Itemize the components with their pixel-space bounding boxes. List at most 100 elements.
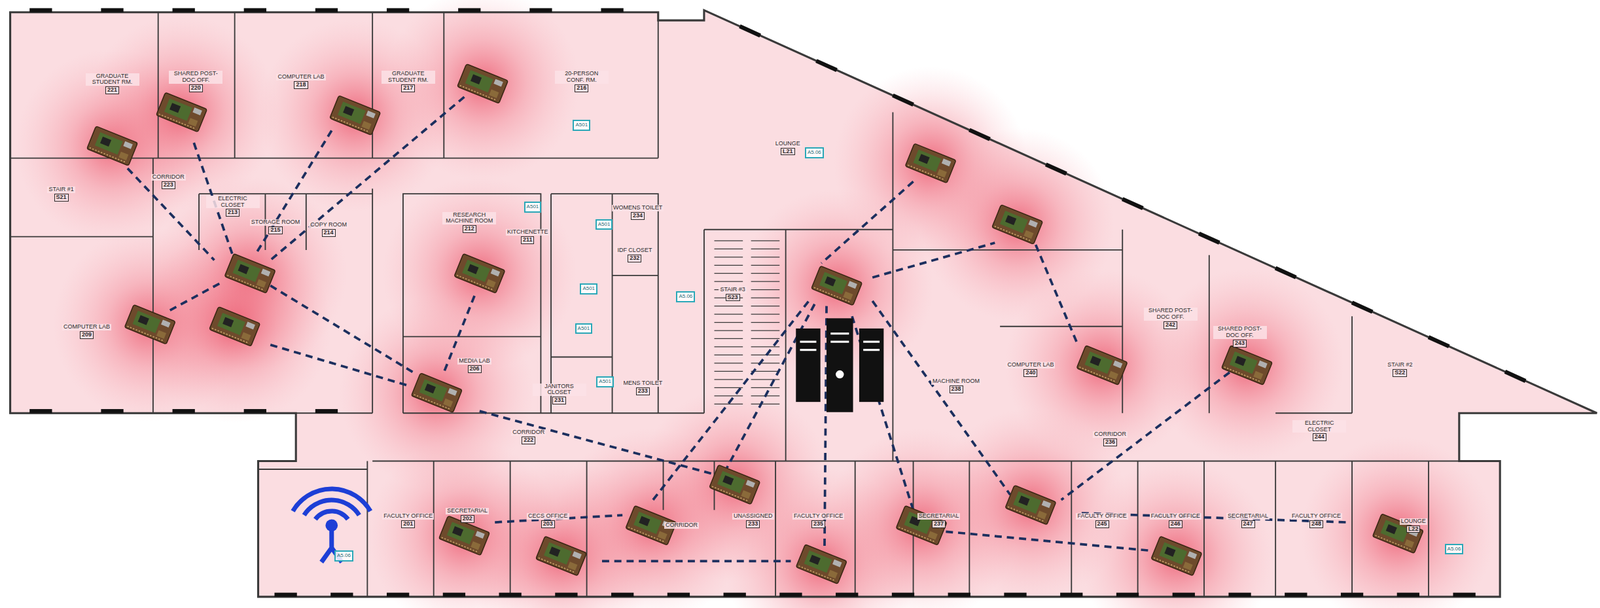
room-label: SECRETARIAL237 <box>916 512 962 529</box>
window <box>172 7 196 12</box>
window <box>1340 592 1364 597</box>
window <box>315 7 338 12</box>
window <box>554 592 578 597</box>
sensor-board <box>795 544 847 584</box>
room-name: CORRIDOR <box>1092 431 1128 438</box>
window <box>100 7 124 12</box>
sensor-board <box>992 204 1044 245</box>
stair-tread <box>751 378 781 380</box>
gateway-antenna <box>293 488 372 563</box>
room-number: 222 <box>521 436 536 445</box>
room-number: 213 <box>225 208 240 217</box>
door-tag: A501 <box>524 201 542 213</box>
stair-tread <box>751 272 781 274</box>
window <box>172 408 196 413</box>
sensor-boards <box>87 64 1424 585</box>
room-number: 237 <box>931 520 946 529</box>
window <box>968 128 991 142</box>
window <box>244 408 267 413</box>
room-number: 234 <box>630 212 645 220</box>
stair-tread <box>751 281 781 283</box>
room-name: CORRIDOR <box>664 522 699 529</box>
stair-tread <box>714 248 744 250</box>
stair-tread <box>751 313 781 315</box>
window <box>1228 592 1251 597</box>
room-label: SHARED POST-DOC OFF.242 <box>1143 306 1199 330</box>
stair-tread <box>751 354 781 356</box>
room-name: SHARED POST-DOC OFF. <box>1213 325 1267 339</box>
room-label: STAIR #1S21 <box>46 185 76 203</box>
radio-link <box>821 181 913 264</box>
room-label: COPY ROOM214 <box>308 221 349 238</box>
room-name: CORRIDOR <box>511 429 546 436</box>
room-number: 206 <box>467 365 482 374</box>
room-number: 243 <box>1232 339 1247 348</box>
room-number: 233 <box>636 387 650 396</box>
room-number: S21 <box>54 193 69 202</box>
door-tag: A501 <box>595 219 614 231</box>
room-name: COMPUTER LAB <box>62 323 112 331</box>
stair-tread <box>714 378 744 380</box>
window <box>29 7 52 12</box>
heat-blob <box>385 0 580 181</box>
window <box>600 7 623 12</box>
signal-heatmap <box>15 0 1495 608</box>
room-number: 240 <box>1023 369 1038 377</box>
room-number: 235 <box>811 520 826 529</box>
room-number: 211 <box>520 236 535 245</box>
door-tag: A5.06 <box>804 147 824 159</box>
room-number: 203 <box>541 520 555 529</box>
room-number: 209 <box>79 331 94 339</box>
room-label: RESEARCH MACHINE ROOM212 <box>441 211 497 235</box>
window <box>948 592 971 597</box>
room-name: FACULTY OFFICE <box>382 513 434 520</box>
door-tag: A501 <box>572 119 591 131</box>
sensor-board <box>124 304 176 344</box>
window <box>458 7 481 12</box>
door-tag: A501 <box>575 323 593 335</box>
room-label: LOUNGEL22 <box>1399 517 1428 534</box>
radio-link <box>168 283 220 311</box>
room-number: L22 <box>1406 525 1421 534</box>
radio-link <box>872 301 1011 495</box>
stair-tread <box>714 272 744 274</box>
window <box>1198 231 1221 245</box>
window <box>443 592 466 597</box>
room-name: MEDIA LAB <box>457 357 492 365</box>
window <box>529 7 552 12</box>
radio-link <box>270 285 413 372</box>
room-number: 245 <box>1095 520 1110 529</box>
stair-tread <box>751 338 781 339</box>
room-number: 232 <box>627 254 642 263</box>
room-number: 201 <box>401 520 415 529</box>
room-number: 233 <box>746 520 760 529</box>
room-number: 216 <box>574 84 589 93</box>
room-name: MENS TOILET <box>622 380 665 387</box>
window <box>1045 162 1068 176</box>
sensor-board <box>457 64 509 104</box>
window <box>315 408 338 413</box>
radio-link <box>1061 372 1230 500</box>
sensor-board <box>811 265 863 305</box>
room-name: FACULTY OFFICE <box>1290 513 1343 520</box>
sensor-board <box>1221 345 1273 385</box>
room-name: STAIR #3 <box>718 286 747 294</box>
sensor-board <box>1151 535 1203 576</box>
room-number: 215 <box>268 226 283 235</box>
window <box>1003 592 1027 597</box>
room-name: MACHINE ROOM <box>931 378 981 385</box>
stair-tread <box>751 362 781 364</box>
stair-tread <box>714 354 744 356</box>
stair-tread <box>751 265 781 266</box>
stair-tread <box>714 387 744 389</box>
sensor-board <box>895 505 947 546</box>
room-name: RESEARCH MACHINE ROOM <box>442 212 497 226</box>
window <box>738 24 762 38</box>
room-name: FACULTY OFFICE <box>1149 513 1202 520</box>
room-number: 217 <box>401 84 415 93</box>
radio-link <box>127 168 215 260</box>
sensor-board <box>1076 345 1128 385</box>
room-label: IDF CLOSET232 <box>615 246 654 264</box>
room-name: FACULTY OFFICE <box>792 513 845 520</box>
stair-tread <box>751 403 781 405</box>
